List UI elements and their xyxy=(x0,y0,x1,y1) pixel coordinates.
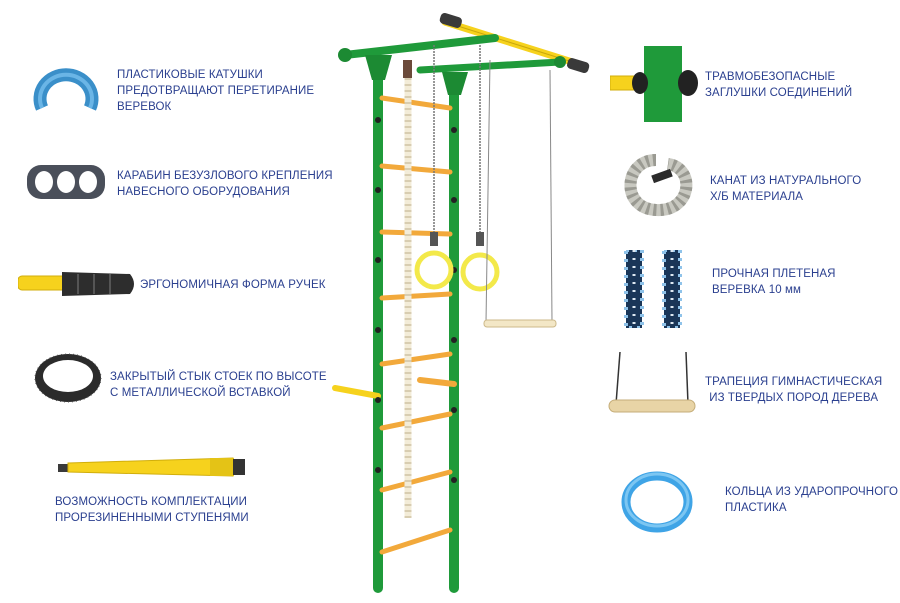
carabiner-icon xyxy=(27,165,105,199)
handle-grip-icon xyxy=(18,272,134,296)
feature-handle-text: ЭРГОНОМИЧНАЯ ФОРМА РУЧЕК xyxy=(140,279,326,291)
feature-rings-text: КОЛЬЦА ИЗ УДАРОПРОЧНОГО ПЛАСТИКА xyxy=(725,486,898,514)
plastic-reel-icon xyxy=(33,68,99,111)
feature-rope-text: КАНАТ ИЗ НАТУРАЛЬНОГО Х/Б МАТЕРИАЛА xyxy=(710,175,862,203)
feature-trapeze-text: ТРАПЕЦИЯ ГИМНАСТИЧЕСКАЯ ИЗ ТВЕРДЫХ ПОРОД… xyxy=(705,376,883,404)
plastic-ring-icon xyxy=(621,471,693,533)
joint-ring-icon xyxy=(34,353,102,403)
braided-cord-icon xyxy=(624,250,682,328)
feature-reels-text: ПЛАСТИКОВЫЕ КАТУШКИ ПРЕДОТВРАЩАЮТ ПЕРЕТИ… xyxy=(117,69,315,113)
feature-joint-text: ЗАКРЫТЫЙ СТЫК СТОЕК ПО ВЫСОТЕ С МЕТАЛЛИЧ… xyxy=(110,371,327,399)
feature-rungs-text: ВОЗМОЖНОСТЬ КОМПЛЕКТАЦИИ ПРОРЕЗИНЕННЫМИ … xyxy=(55,496,249,524)
wall-bars-illustration xyxy=(332,12,590,593)
feature-carabiner-text: КАРАБИН БЕЗУЗЛОВОГО КРЕПЛЕНИЯ НАВЕСНОГО … xyxy=(117,170,333,198)
safety-cap-icon xyxy=(610,46,698,122)
rubber-rung-icon xyxy=(58,457,245,477)
trapeze-icon xyxy=(608,352,696,413)
rope-icon xyxy=(624,154,693,216)
feature-caps-text: ТРАВМОБЕЗОПАСНЫЕ ЗАГЛУШКИ СОЕДИНЕНИЙ xyxy=(705,71,853,99)
feature-braided-text: ПРОЧНАЯ ПЛЕТЕНАЯ ВЕРЕВКА 10 мм xyxy=(712,268,836,296)
